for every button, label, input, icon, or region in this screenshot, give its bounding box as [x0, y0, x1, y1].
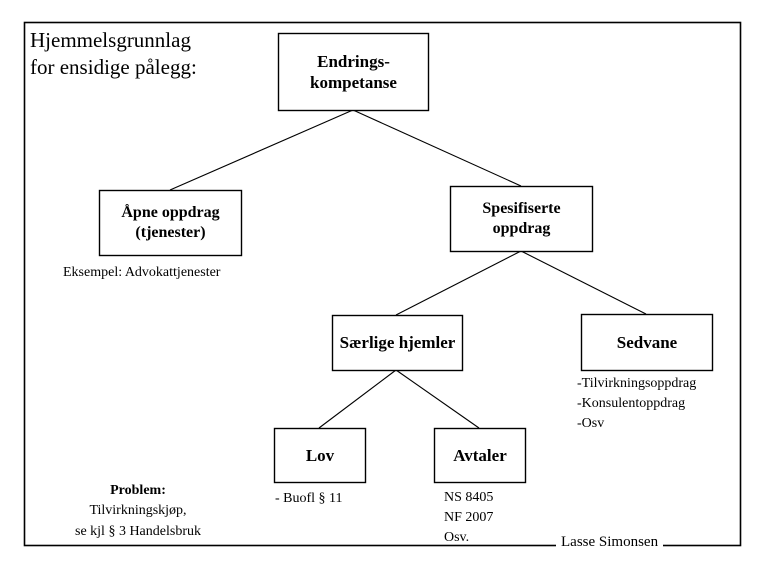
problem-note-heading: Problem: — [110, 483, 166, 498]
note-custom-line2: -Konsulentoppdrag — [577, 395, 686, 411]
edge-root-to-specified-assignments — [352, 109, 522, 187]
node-box-apne-oppdrag[interactable] — [98, 189, 243, 257]
note-custom-line1: -Tilvirkningsoppdrag — [577, 376, 697, 391]
page-title-line1: Hjemmelsgrunnlag — [30, 28, 191, 52]
node-box-spesifiserte-oppdrag[interactable] — [449, 185, 594, 253]
node-box-lov[interactable] — [273, 427, 367, 484]
node-box-sedvane[interactable] — [580, 313, 714, 372]
note-custom-list: -Tilvirkningsoppdrag -Konsulentoppdrag -Os… — [577, 374, 696, 434]
note-agreements-line3: Osv. — [444, 529, 470, 545]
node-box-avtaler[interactable] — [433, 427, 527, 484]
problem-note: Problem: Tilvirkningskjøp, se kjl § 3 Hand… — [24, 481, 252, 542]
node-box-endringskompetanse[interactable] — [277, 32, 430, 112]
problem-note-line1: Tilvirkningskjøp, — [89, 503, 187, 519]
problem-note-line2: se kjl § 3 Handelsbruk — [75, 523, 201, 539]
edge-specified-to-custom — [520, 250, 647, 315]
author-signature: Lasse Simonsen — [556, 534, 664, 551]
node-box-saerlige-hjemler[interactable] — [331, 314, 464, 372]
edge-special-grounds-to-law — [318, 369, 397, 429]
page-title-line2: for ensidige pålegg: — [30, 54, 197, 79]
note-custom-line3: -Osv — [577, 415, 605, 431]
edge-special-grounds-to-agreements — [395, 369, 480, 429]
note-example-open-assignments: Eksempel: Advokattjenester — [63, 265, 221, 280]
note-law-reference: - Buofl § 11 — [275, 491, 343, 506]
note-agreements-line2: NF 2007 — [444, 509, 494, 525]
edge-root-to-open-assignments — [169, 109, 354, 191]
edge-specified-to-special-grounds — [395, 250, 522, 316]
note-agreements-line1: NS 8405 — [444, 490, 494, 505]
outer-frame — [23, 21, 742, 547]
